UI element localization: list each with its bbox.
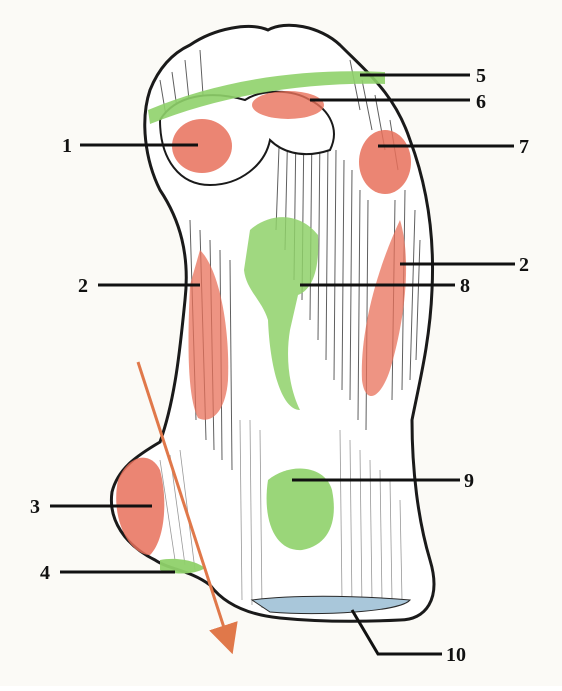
label-6: 6 — [476, 91, 486, 113]
red-area-7 — [359, 130, 411, 194]
label-10: 10 — [446, 644, 466, 666]
label-2-right: 2 — [519, 254, 529, 276]
label-5: 5 — [476, 65, 486, 87]
label-1: 1 — [62, 135, 72, 157]
label-3: 3 — [30, 496, 40, 518]
label-9: 9 — [464, 470, 474, 492]
label-7: 7 — [519, 136, 529, 158]
label-2-left: 2 — [78, 275, 88, 297]
label-8: 8 — [460, 275, 470, 297]
label-4: 4 — [40, 562, 50, 584]
red-area-6 — [252, 91, 324, 119]
